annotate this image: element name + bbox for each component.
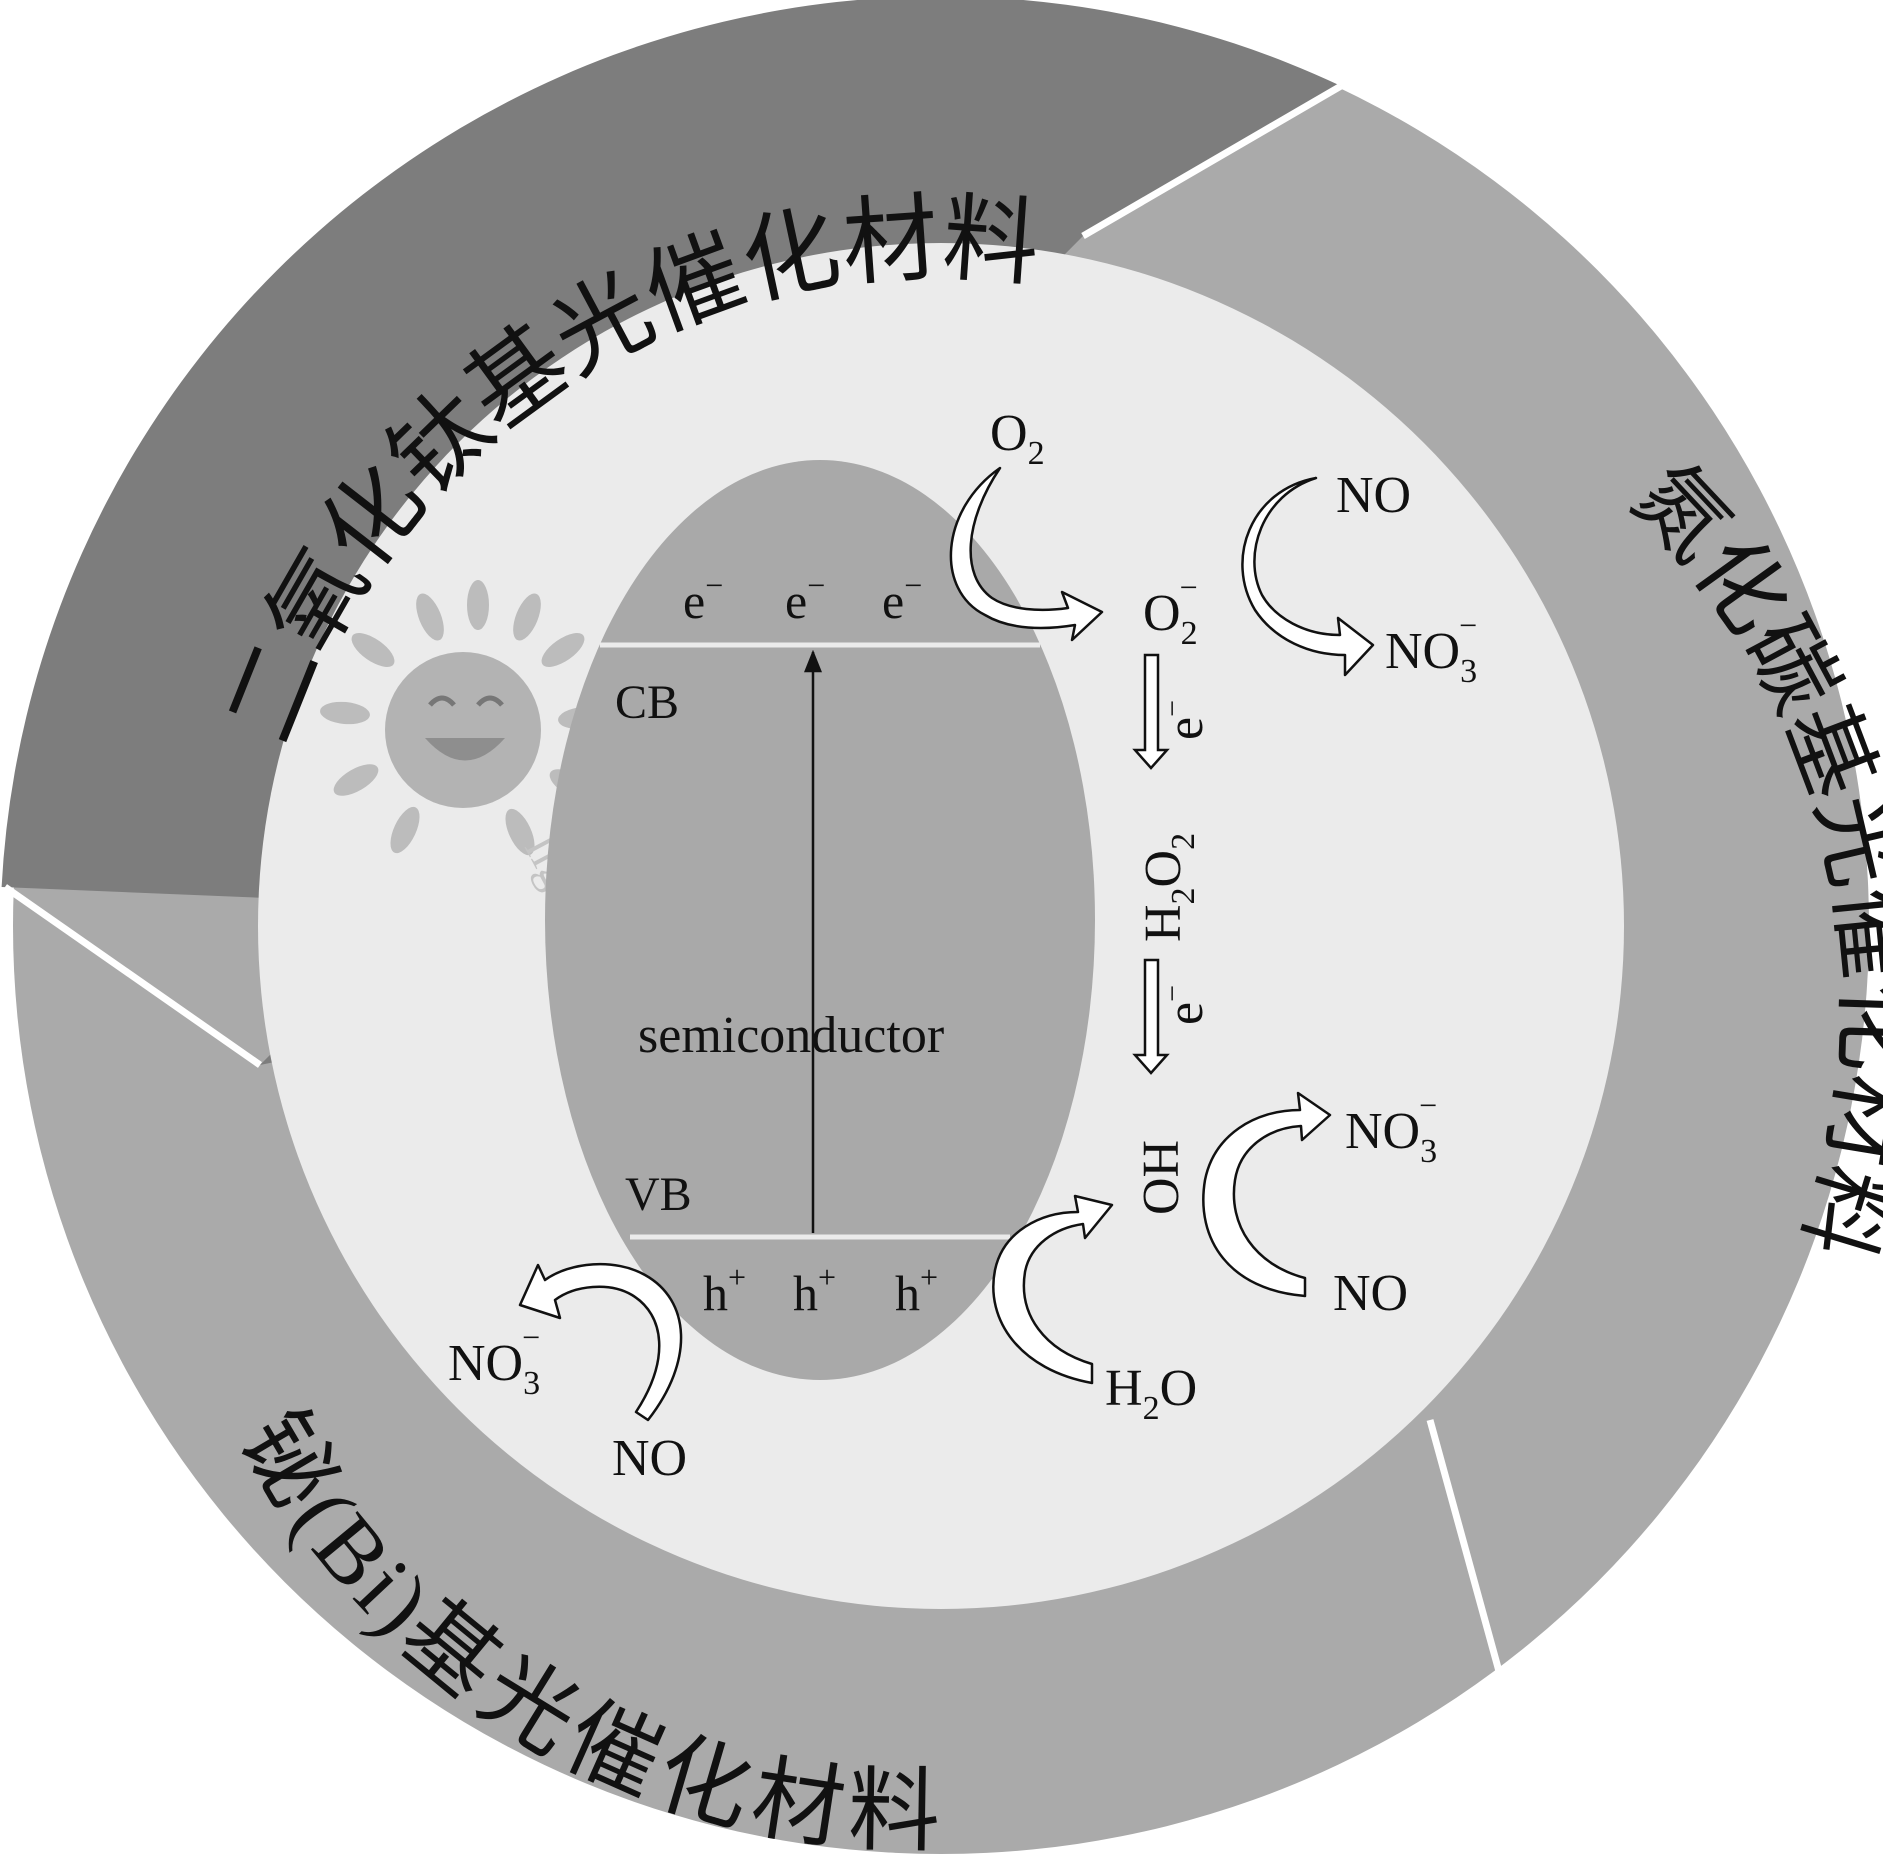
no-to-no3-left-arrow [518,1262,683,1422]
sun-icon [320,580,608,856]
hole-3: h+ [895,1259,938,1321]
h2o-label: H2O [1105,1360,1197,1427]
no-label-right: NO [1333,1265,1408,1322]
superoxide-label: O2− [1143,569,1198,652]
o2-label: O2 [990,405,1045,472]
superoxide-to-h2o2-arrow [1132,653,1170,770]
oh-label: OH [1133,1140,1190,1215]
no-label-top: NO [1336,467,1411,524]
no-to-no3-lower-arrow [1202,1091,1332,1298]
electron-1: e− [683,567,723,629]
electron-2: e− [785,567,825,629]
h2o-to-oh-arrow [992,1194,1114,1385]
vb-label: VB [625,1168,692,1221]
h2o2-to-oh-arrow [1132,958,1170,1075]
no3-label-left: NO3− [448,1319,540,1402]
cb-label: CB [615,676,679,729]
electrons: e− e− e− [683,567,922,629]
no3-label-lower: NO3− [1345,1087,1437,1170]
no3-label-upper: NO3− [1385,607,1477,690]
semiconductor-oval [545,460,1095,1380]
downward-arrows [1132,653,1170,1075]
h2o2-label: H2O2 [1135,833,1202,942]
reaction-arrows [518,466,1375,1422]
semiconductor-label: semiconductor [638,1007,944,1064]
electron-3: e− [882,567,922,629]
ring-divider-left [2,884,263,1068]
holes: h+ h+ h+ [703,1259,938,1321]
ring-divider-right [1426,1419,1504,1676]
hole-1: h+ [703,1259,746,1321]
no-label-bottom: NO [612,1430,687,1487]
species-labels: O2 O2− NO NO3− H2O2 e− e− OH NO3− NO H2O… [448,405,1477,1487]
ring-divider-top [1081,82,1343,240]
electron-step-label-upper: e− [1156,700,1214,740]
electron-step-label-lower: e− [1156,985,1214,1025]
hole-2: h+ [793,1259,836,1321]
o2-to-superoxide-arrow [949,466,1104,642]
no-to-no3-upper-arrow [1241,476,1375,677]
